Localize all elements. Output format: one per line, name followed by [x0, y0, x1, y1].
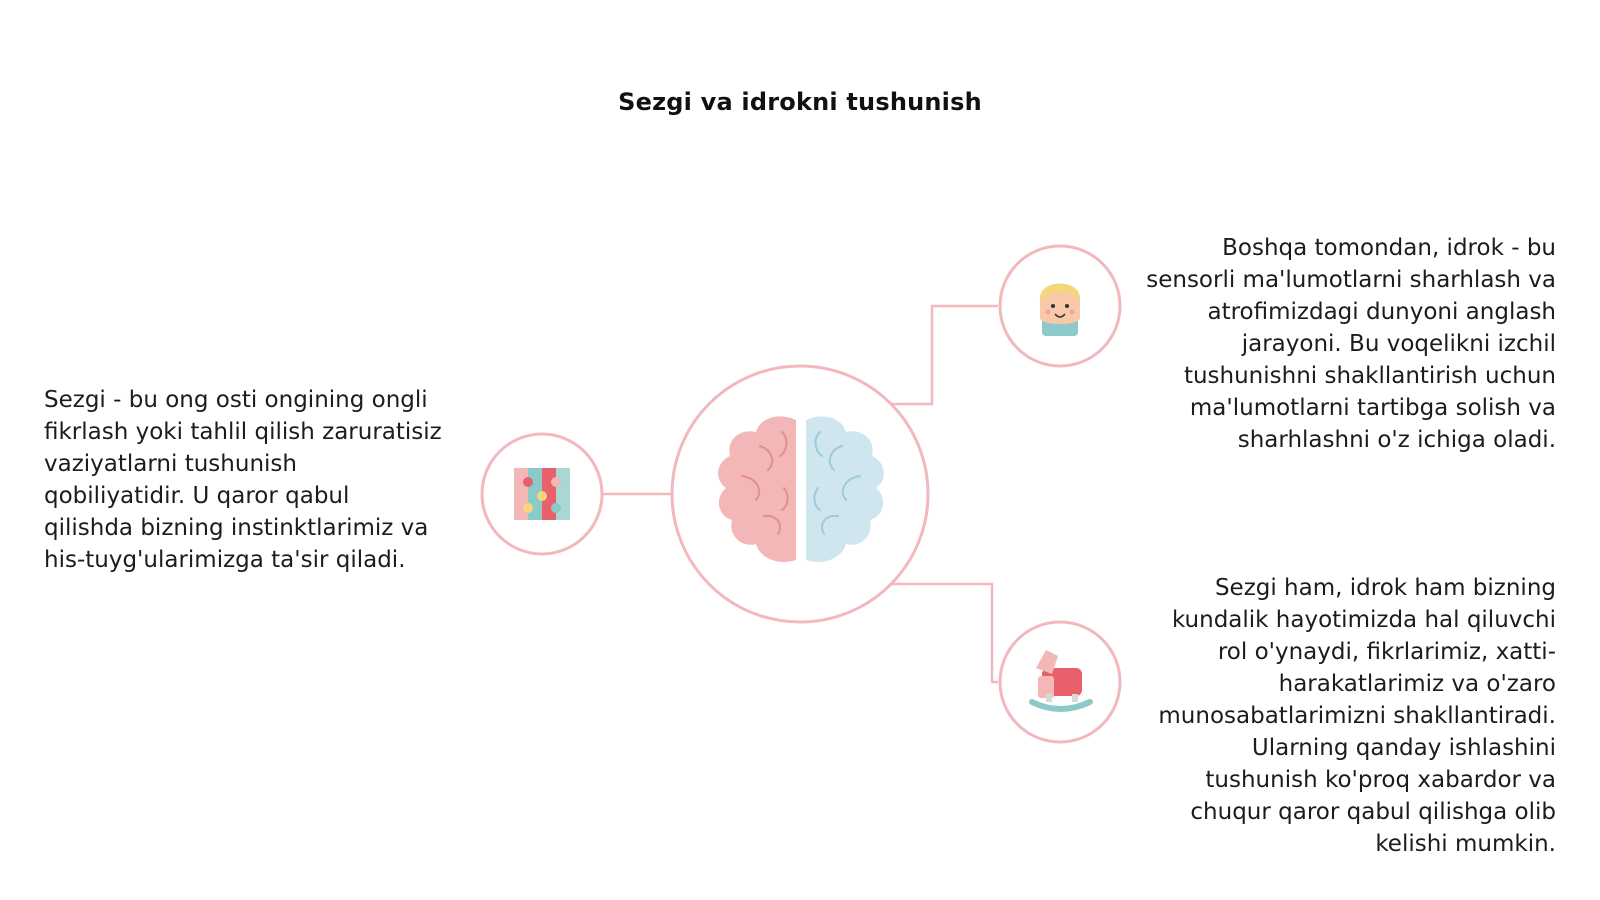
- rocking-horse-icon: [1029, 650, 1093, 712]
- page-title: Sezgi va idrokni tushunish: [618, 88, 982, 116]
- left-node: [480, 432, 604, 556]
- connector-bottom-right: [890, 582, 998, 684]
- puzzle-blocks-icon: [514, 468, 570, 520]
- left-node-text: Sezgi - bu ong osti ongining ongli fikrl…: [44, 387, 442, 573]
- connectors: [602, 304, 998, 684]
- connector-top-right: [890, 304, 998, 406]
- top-right-node: [998, 244, 1122, 368]
- child-face-icon: [1039, 283, 1081, 336]
- bottom-right-node: [998, 620, 1122, 744]
- top-right-node-text: Boshqa tomondan, idrok - bu sensorli ma'…: [1146, 235, 1556, 453]
- center-node: [670, 364, 930, 624]
- bottom-right-node-text: Sezgi ham, idrok ham bizning kundalik ha…: [1158, 575, 1556, 857]
- brain-icon: [718, 416, 884, 564]
